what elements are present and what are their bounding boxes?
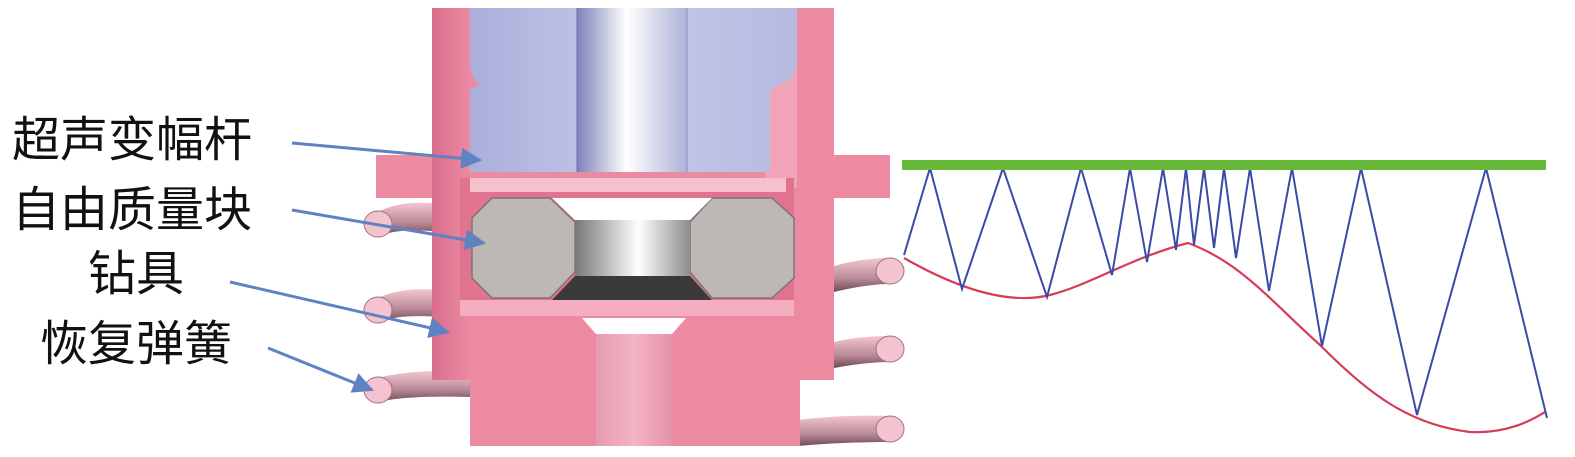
spring-coil-right-1 [834,257,905,292]
surface-line [902,160,1546,170]
horn-rod [577,8,687,172]
bottom-bore [596,334,672,446]
spring-coil-right-2 [834,335,905,368]
arrow-drill-tool [229,280,451,339]
zigzag-path [903,164,1548,419]
free-mass-top-chamfer [552,198,712,220]
label-drill-tool: 钻具 [88,246,185,302]
mass-chamber-top-light [470,178,786,192]
leader-arrows [229,141,487,393]
free-mass [471,197,795,300]
label-return-spring: 恢复弹簧 [40,316,233,372]
spring-coil-left-1 [363,202,440,238]
mass-chamber-floor [460,300,794,316]
trajectory-diagram [902,160,1548,434]
arrow-free-mass [291,208,487,251]
label-ultrasonic-horn: 超声变幅杆 [12,112,253,168]
free-mass-right-lobe [689,197,795,299]
free-mass-left-lobe [471,197,576,299]
spring-coil-left-2 [363,289,440,324]
trajectory-curve [903,241,1546,434]
arrow-return-spring [267,346,374,393]
free-mass-bore [575,220,690,276]
free-mass-bottom-chamfer [552,276,712,300]
spring-coil-right-3 [798,415,905,446]
ultrasonic-horn [470,8,797,172]
bottom-bore-chamfer [582,318,686,334]
arrow-horn [291,141,483,169]
label-free-mass: 自由质量块 [12,182,253,238]
